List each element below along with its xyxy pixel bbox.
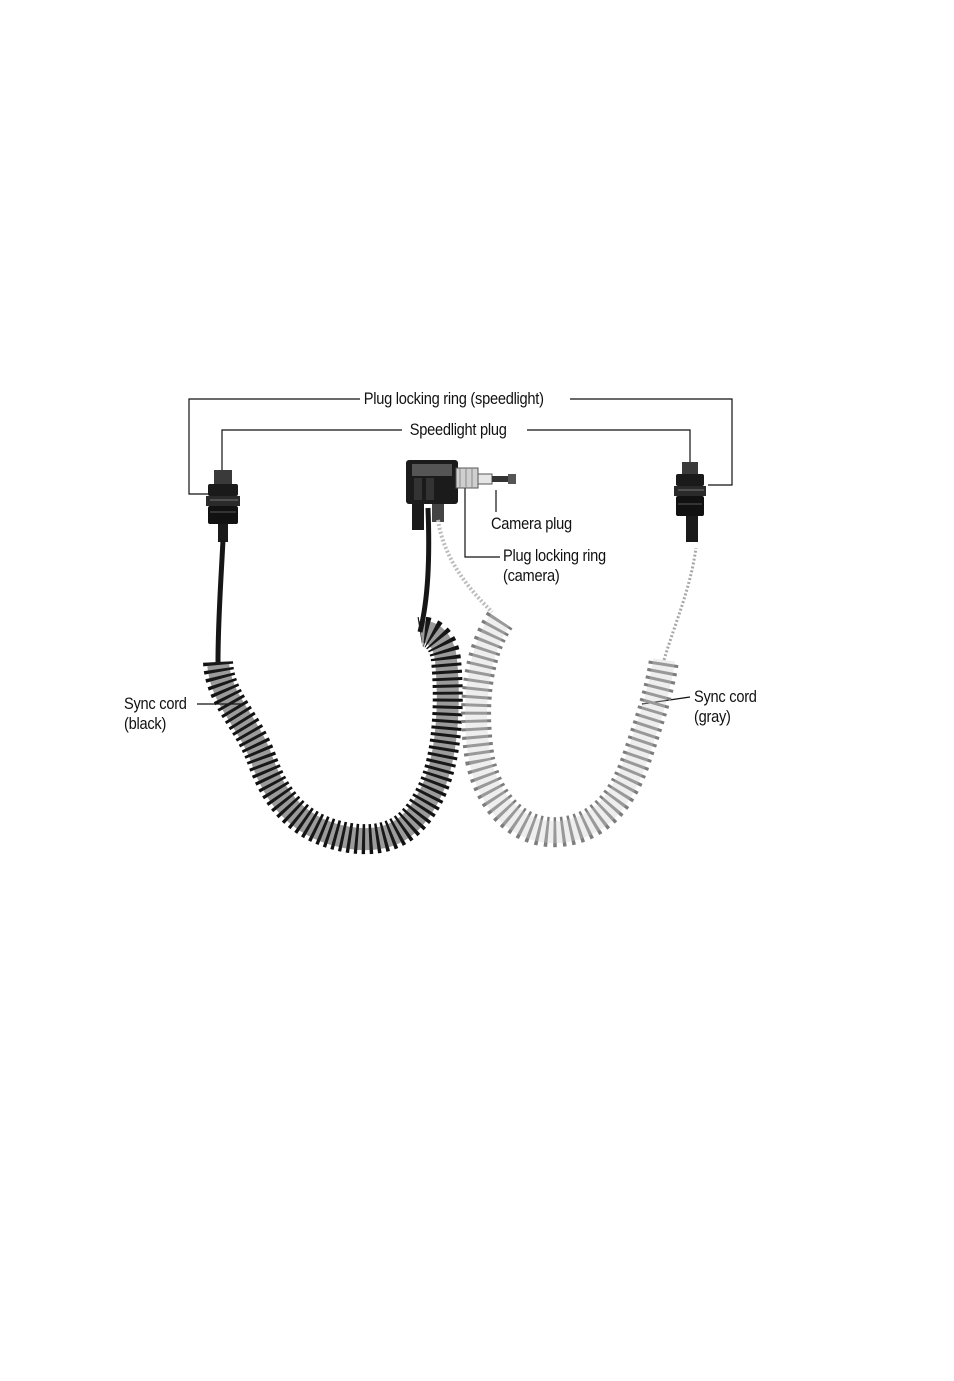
- right-speedlight-plug: [674, 462, 706, 542]
- gray-sync-cord: [438, 462, 706, 832]
- black-sync-cord: [206, 470, 448, 839]
- leader-speedlight-plug-right: [527, 430, 690, 468]
- label-plug-locking-ring-camera: Plug locking ring: [503, 547, 606, 565]
- label-plug-locking-ring-speedlight: Plug locking ring (speedlight): [362, 390, 545, 408]
- label-sync-cord-black-sub: (black): [124, 715, 166, 733]
- left-speedlight-plug: [206, 470, 240, 542]
- label-sync-cord-black: Sync cord: [124, 695, 187, 713]
- label-speedlight-plug: Speedlight plug: [408, 421, 508, 439]
- leader-plug-locking-ring-speedlight-right: [570, 399, 732, 485]
- label-sync-cord-gray: Sync cord: [694, 688, 757, 706]
- label-plug-locking-ring-camera-sub: (camera): [503, 567, 559, 585]
- leader-lines: [189, 399, 732, 704]
- label-sync-cord-gray-sub: (gray): [694, 708, 731, 726]
- label-camera-plug: Camera plug: [491, 515, 572, 533]
- leader-speedlight-plug-left: [222, 430, 402, 475]
